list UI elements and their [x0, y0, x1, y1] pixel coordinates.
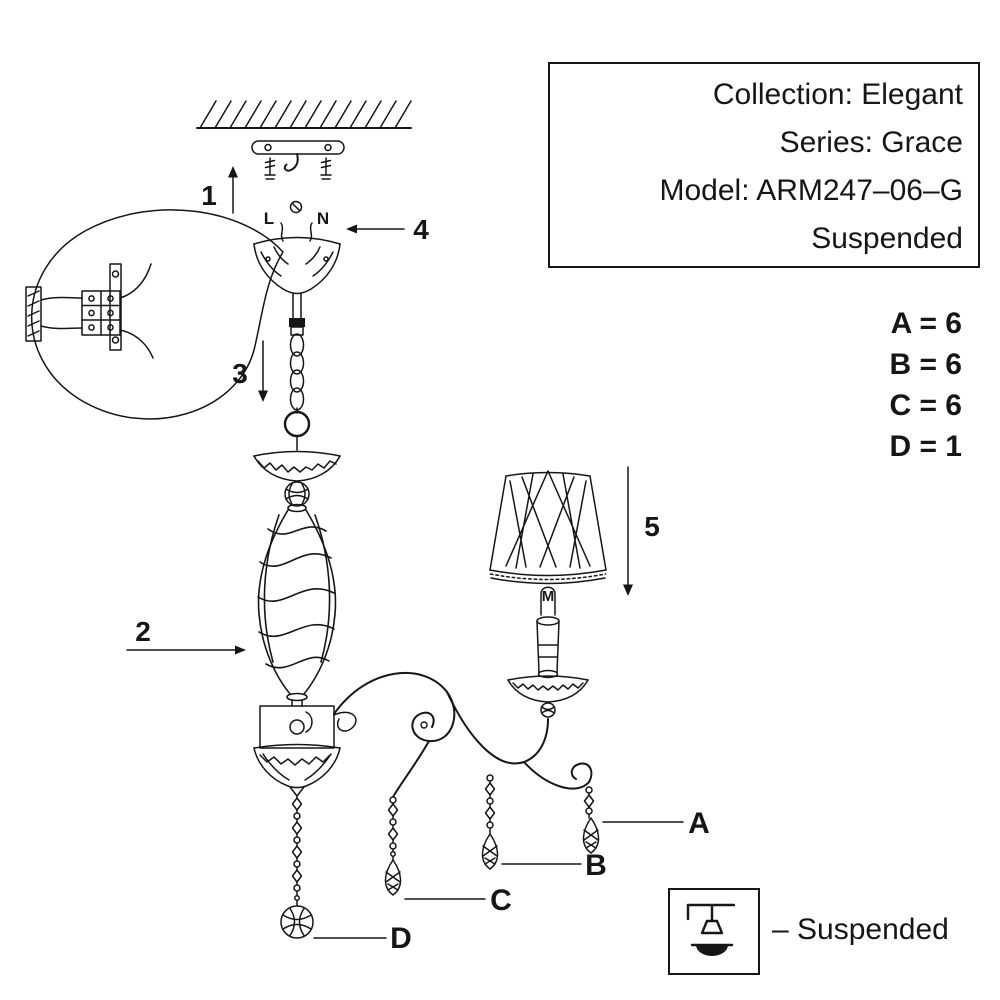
info-mount-type: Suspended [811, 222, 963, 255]
step-3-arrow [258, 340, 268, 402]
crystal-d-label: D [390, 922, 412, 955]
product-info-box: Collection: Elegant Series: Grace Model:… [548, 62, 980, 268]
info-series: Series: Grace [779, 126, 963, 159]
crystal-b-label: B [585, 849, 607, 882]
step-5-label: 5 [644, 511, 660, 542]
upper-bobeche [253, 450, 341, 507]
step-1-label: 1 [201, 180, 217, 211]
parts-count-d: D = 1 [889, 430, 962, 463]
step-5-arrow [623, 466, 633, 596]
scroll-arm [333, 672, 593, 798]
crystal-chain-a [582, 786, 684, 854]
socket-size-label: M [542, 588, 555, 605]
canopy [253, 236, 341, 336]
lampshade [489, 470, 607, 585]
canopy-wiring [280, 200, 313, 242]
step-2-arrow [126, 645, 246, 655]
crystal-chain-c [384, 796, 486, 900]
arm-hub [253, 699, 357, 797]
mounting-bracket [251, 140, 345, 180]
glass-baluster [257, 503, 337, 702]
wire-live-label: L [264, 209, 274, 228]
step-4-arrow [346, 224, 405, 234]
info-collection: Collection: Elegant [712, 78, 963, 111]
chain [283, 333, 311, 451]
crystal-a-label: A [688, 807, 710, 840]
crystal-chain-d [280, 795, 387, 939]
suspended-lamp-icon [686, 903, 736, 956]
step-2-label: 2 [135, 616, 151, 647]
wire-neutral-label: N [317, 209, 329, 228]
parts-count-list: A = 6 B = 6 C = 6 D = 1 [838, 303, 962, 467]
parts-count-a: A = 6 [890, 307, 962, 340]
wiring-detail-callout [25, 209, 284, 420]
step-4-label: 4 [413, 214, 429, 245]
parts-count-c: C = 6 [889, 389, 962, 422]
crystal-chain-b [481, 774, 582, 870]
candle-socket [507, 586, 589, 718]
parts-count-b: B = 6 [889, 348, 962, 381]
step-3-label: 3 [232, 358, 248, 389]
legend-box [668, 888, 760, 975]
step-1-arrow [228, 166, 238, 214]
crystal-c-label: C [490, 884, 512, 917]
ceiling-hatch [196, 100, 412, 129]
legend-label: – Suspended [772, 913, 949, 946]
info-model: Model: ARM247–06–G [659, 174, 963, 207]
